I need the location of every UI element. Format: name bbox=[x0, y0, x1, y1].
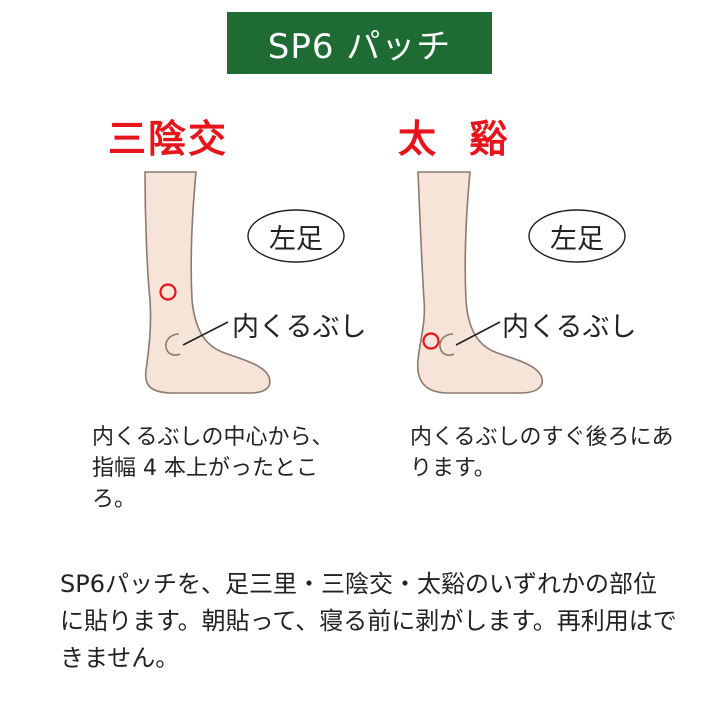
right-callout-label: 内くるぶし bbox=[502, 312, 637, 343]
point-name-taixi: 太 谿 bbox=[398, 117, 518, 161]
left-ankle-bone bbox=[165, 333, 181, 356]
left-side-label: 左足 bbox=[269, 223, 323, 255]
right-description: 内くるぶしのすぐ後ろにあります。 bbox=[410, 425, 674, 481]
right-side-label-oval bbox=[528, 209, 626, 263]
sanyinjiao-marker bbox=[159, 283, 177, 301]
footer-instructions: SP6パッチを、足三里・三陰交・太谿のいずれかの部位に貼ります。朝貼って、寝る前… bbox=[60, 570, 677, 672]
title-text: SP6 パッチ bbox=[267, 26, 452, 67]
taixi-marker bbox=[422, 332, 440, 350]
right-leg-shape bbox=[416, 171, 544, 394]
right-callout-line bbox=[455, 321, 501, 346]
left-callout-line bbox=[182, 321, 229, 346]
right-side-label: 左足 bbox=[550, 223, 604, 255]
right-ankle-bone bbox=[439, 333, 455, 356]
left-description: 内くるぶしの中心から、指幅 4 本上がったところ。 bbox=[92, 425, 334, 512]
title-banner: SP6 パッチ bbox=[227, 12, 492, 74]
left-side-label-oval bbox=[247, 209, 345, 263]
left-callout-label: 内くるぶし bbox=[232, 312, 367, 343]
point-name-sanyinjiao: 三陰交 bbox=[108, 117, 229, 161]
left-leg-shape bbox=[144, 171, 271, 394]
